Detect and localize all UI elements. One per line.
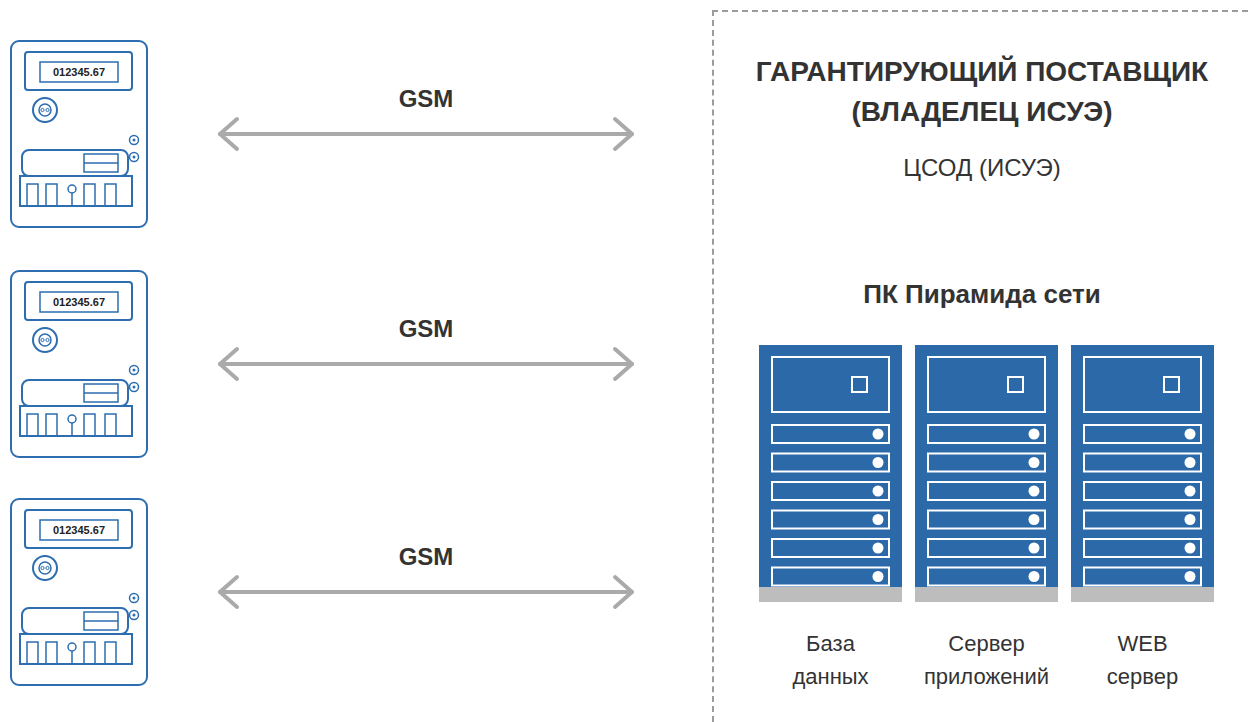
software-title: ПК Пирамида сети	[732, 277, 1232, 311]
server-label: WEB сервер	[1107, 627, 1178, 693]
edge-label: GSM	[395, 84, 458, 114]
gsm-link	[220, 119, 632, 149]
server-label: Сервер приложений	[924, 627, 1049, 693]
gsm-link	[220, 349, 632, 379]
edge-label: GSM	[395, 542, 458, 572]
supplier-region: ГАРАНТИРУЮЩИЙ ПОСТАВЩИК (ВЛАДЕЛЕЦ ИСУЭ) Ц…	[712, 10, 1248, 722]
server-rack	[915, 345, 1058, 602]
gsm-link	[220, 577, 632, 607]
edge-label: GSM	[395, 314, 458, 344]
owner-title: ГАРАНТИРУЮЩИЙ ПОСТАВЩИК (ВЛАДЕЛЕЦ ИСУЭ)	[732, 52, 1232, 132]
server-node: WEB сервер	[1071, 345, 1214, 705]
server-node: Сервер приложений	[915, 345, 1058, 705]
server-label: База данных	[792, 627, 868, 693]
server-node: База данных	[759, 345, 902, 705]
electricity-meter: 012345.67	[10, 40, 148, 228]
data-center-label: ЦСОД (ИСУЭ)	[732, 152, 1232, 184]
electricity-meter: 012345.67	[10, 270, 148, 458]
meter-reading: 012345.67	[40, 520, 118, 540]
server-rack	[759, 345, 902, 602]
meter-reading: 012345.67	[40, 62, 118, 82]
meter-reading: 012345.67	[40, 292, 118, 312]
server-rack	[1071, 345, 1214, 602]
electricity-meter: 012345.67	[10, 498, 148, 686]
